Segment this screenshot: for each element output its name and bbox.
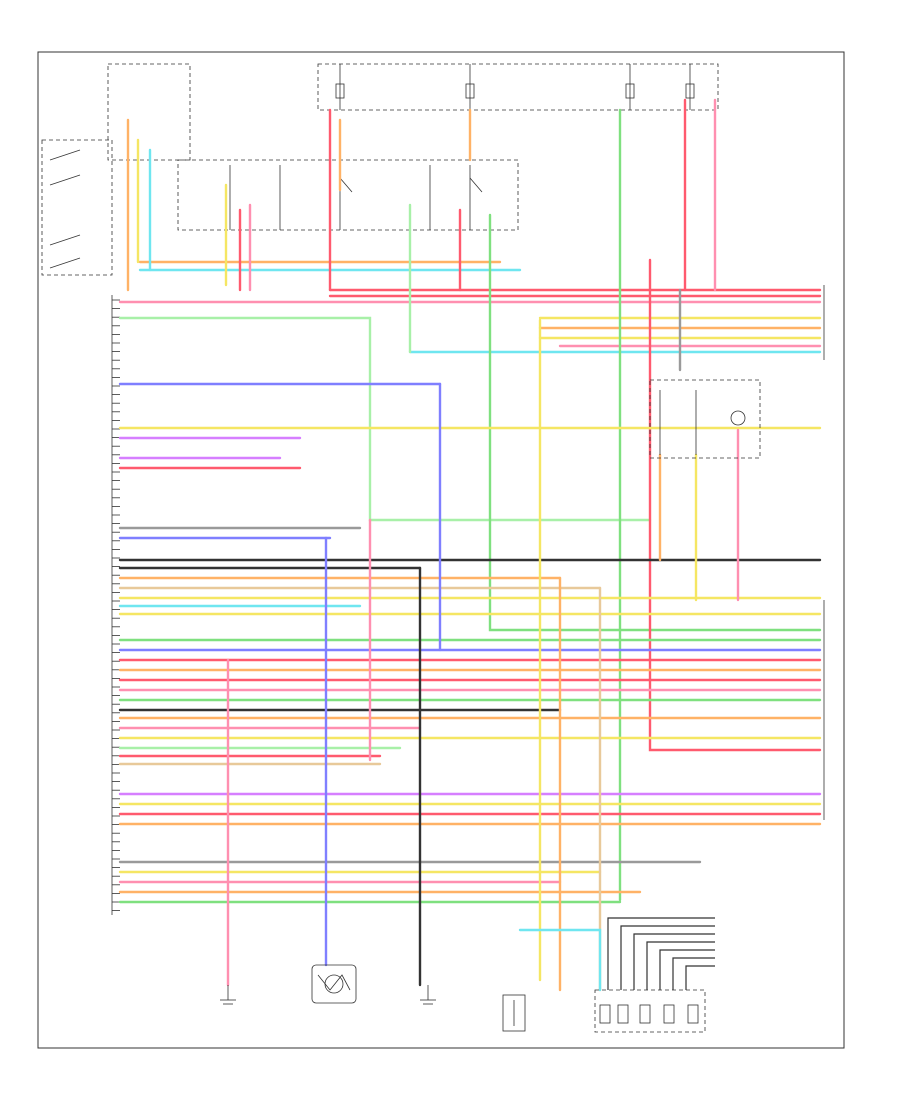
pcm-connector [111, 295, 120, 915]
drop-green-2 [488, 213, 822, 632]
diagram-frame [37, 51, 845, 1049]
tcc-solenoid [502, 994, 526, 1032]
transmission-range-sensor [41, 139, 113, 276]
fan-wire [607, 917, 715, 990]
oss-sensor [311, 964, 357, 1004]
fan-wire [633, 933, 715, 990]
fan-wire [672, 957, 715, 990]
ground-left [220, 985, 236, 1005]
v-cyan-sol [518, 928, 602, 992]
bus-green [118, 316, 652, 522]
fan-wire [659, 949, 715, 990]
right-sensors [649, 379, 761, 459]
power-distribution [107, 63, 719, 161]
fan-wire [685, 965, 715, 990]
ground-right [420, 985, 436, 1005]
wire-harness [118, 98, 822, 992]
bottom-connector-fan [607, 917, 715, 990]
relay-module [177, 159, 519, 231]
fan-wire [646, 941, 715, 990]
shift-solenoids [594, 989, 706, 1033]
drop-red-4 [648, 258, 822, 752]
fan-wire [620, 925, 715, 990]
